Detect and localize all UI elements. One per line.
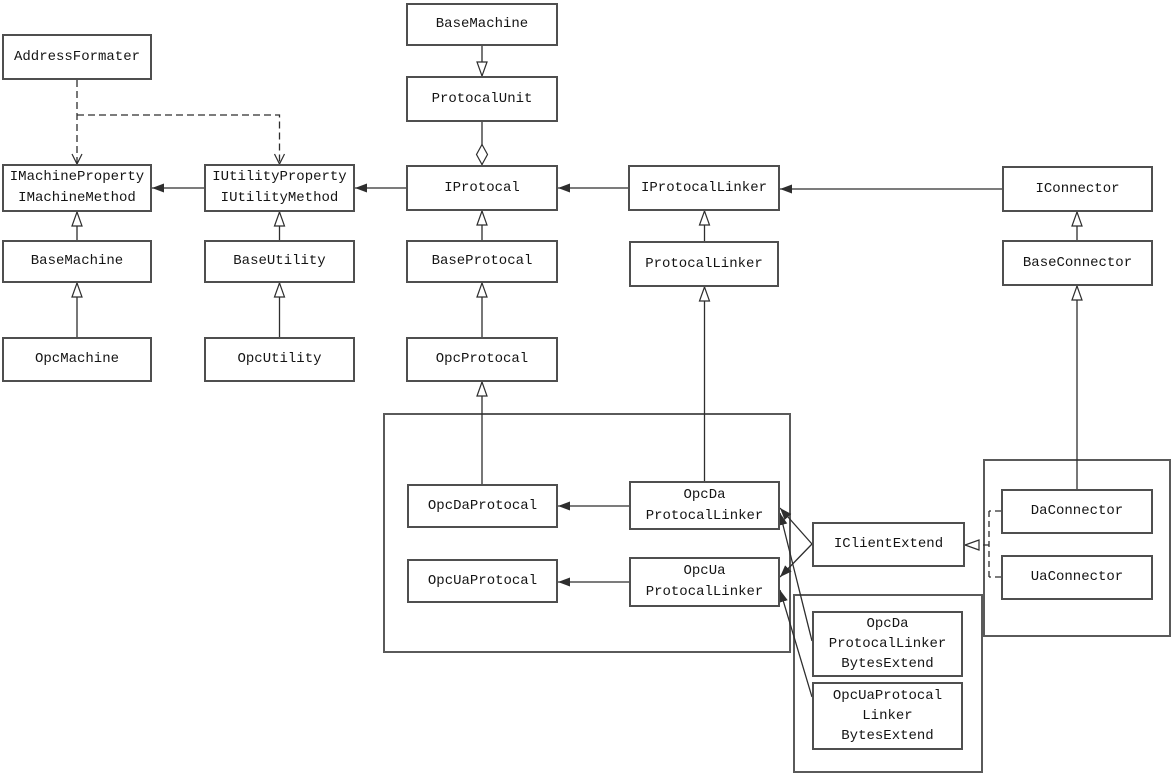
class-i-connector[interactable]: IConnector: [1002, 166, 1153, 212]
class-opc-da-protocal-linker[interactable]: OpcDa ProtocalLinker: [629, 481, 780, 530]
class-i-machine-property[interactable]: IMachineProperty IMachineMethod: [2, 164, 152, 212]
class-i-client-extend[interactable]: IClientExtend: [812, 522, 965, 567]
class-da-connector[interactable]: DaConnector: [1001, 489, 1153, 534]
class-opc-da-protocal[interactable]: OpcDaProtocal: [407, 484, 558, 528]
class-base-utility[interactable]: BaseUtility: [204, 240, 355, 283]
class-base-protocal[interactable]: BaseProtocal: [406, 240, 558, 283]
class-opc-ua-protocal-linker-bytes-extend[interactable]: OpcUaProtocal Linker BytesExtend: [812, 682, 963, 750]
class-opc-protocal[interactable]: OpcProtocal: [406, 337, 558, 382]
class-base-machine-top[interactable]: BaseMachine: [406, 3, 558, 46]
class-base-machine[interactable]: BaseMachine: [2, 240, 152, 283]
class-protocal-linker[interactable]: ProtocalLinker: [629, 241, 779, 287]
class-opc-ua-protocal-linker[interactable]: OpcUa ProtocalLinker: [629, 557, 780, 607]
class-i-protocal-linker[interactable]: IProtocalLinker: [628, 165, 780, 211]
class-protocal-unit[interactable]: ProtocalUnit: [406, 76, 558, 122]
class-i-utility-property[interactable]: IUtilityProperty IUtilityMethod: [204, 164, 355, 212]
edge-addressformater-iutility-dependency: [77, 114, 286, 166]
class-opc-utility[interactable]: OpcUtility: [204, 337, 355, 382]
class-base-connector[interactable]: BaseConnector: [1002, 240, 1153, 286]
class-opc-machine[interactable]: OpcMachine: [2, 337, 152, 382]
class-i-protocal[interactable]: IProtocal: [406, 165, 558, 211]
class-address-formater[interactable]: AddressFormater: [2, 34, 152, 80]
class-opc-ua-protocal[interactable]: OpcUaProtocal: [407, 559, 558, 603]
group-connector-box[interactable]: [983, 459, 1171, 637]
group-opc-protocal-linker-box[interactable]: [383, 413, 791, 653]
class-ua-connector[interactable]: UaConnector: [1001, 555, 1153, 600]
class-opc-da-protocal-linker-bytes-extend[interactable]: OpcDa ProtocalLinker BytesExtend: [812, 611, 963, 677]
